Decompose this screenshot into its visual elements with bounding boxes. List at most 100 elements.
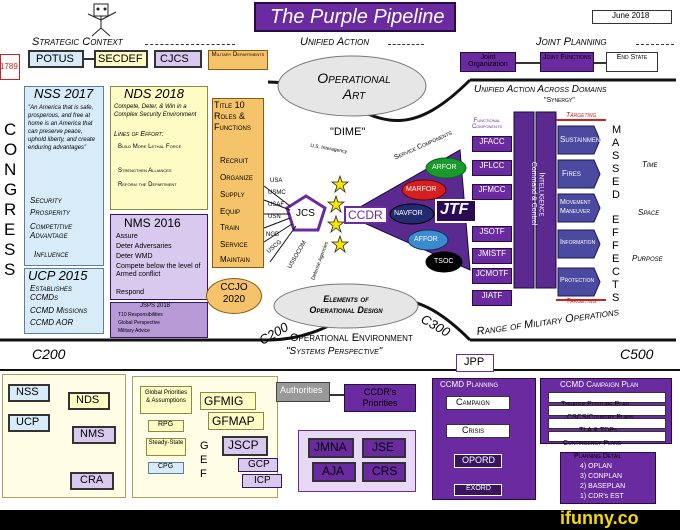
congress-letter: E <box>4 220 16 239</box>
gef-letter: F <box>200 468 207 480</box>
component-label: JCMOTF <box>475 269 509 278</box>
planning-arrow-1 <box>516 62 540 64</box>
date-box <box>592 10 672 24</box>
congress-letter: N <box>4 160 17 179</box>
navfor-label: NAVFOR <box>394 210 423 217</box>
campaign-box <box>446 396 510 410</box>
star-icon <box>326 194 346 214</box>
nms-item: Deter Adversaries <box>116 243 172 250</box>
rpg-box <box>148 420 184 432</box>
unified-action-domains-label: Unified Action Across Domains <box>474 84 607 95</box>
ucp-label: UCP <box>16 416 40 428</box>
component-label: JMISTF <box>478 249 506 258</box>
supporting-label: USA <box>270 178 283 184</box>
nss-item: Competitive Advantage <box>30 222 73 240</box>
nss-box <box>8 384 50 402</box>
component-label: JIATF <box>481 291 503 300</box>
crisis-label: Crisis <box>462 425 485 435</box>
ucp-2015-title: UCP 2015 <box>28 268 88 283</box>
icp-box <box>242 474 282 488</box>
nms-item: Respond <box>116 289 145 296</box>
planning-detail-item: 3) CONPLAN <box>580 473 623 480</box>
nss-label: NSS <box>16 386 39 398</box>
gef-letter: E <box>200 454 208 466</box>
planning-detail-item: 4) OPLAN <box>580 463 612 470</box>
title-10-item: Organize <box>220 173 253 182</box>
watermark-bar <box>0 510 680 530</box>
rpg-label: RPG <box>158 421 174 428</box>
jscp-box <box>222 436 268 456</box>
gcp-box <box>238 458 278 472</box>
supporting-label: USN <box>268 214 281 220</box>
planning-arrow-2 <box>594 62 606 64</box>
joint-organization-box <box>460 52 516 72</box>
arfor-node <box>425 157 467 179</box>
nms-item: Compete below the level of Armed conflic… <box>116 263 201 278</box>
joint-function-label: Protection <box>560 277 595 284</box>
nds-item: Strengthen Alliances <box>118 168 172 174</box>
title-10-item: Service <box>220 240 248 249</box>
title-10-item: Equip <box>220 207 241 216</box>
nss-2017-title: NSS 2017 <box>34 86 94 101</box>
jsps-item: T10 Responsibilities <box>118 312 163 318</box>
nds-2018-box <box>110 86 208 210</box>
nds-item: Build More Lethal Force <box>118 144 182 150</box>
tsoc-node <box>425 251 463 273</box>
jcs-label: JCS <box>296 208 315 219</box>
aja-box <box>312 462 356 482</box>
jscp-label: JSCP <box>228 438 259 452</box>
massed-effects-letter: C <box>612 266 620 278</box>
end-state-label: End State <box>616 54 648 61</box>
end-state-box <box>606 52 658 72</box>
intelligence-column <box>535 111 557 289</box>
potus-secdef-arrow <box>84 58 94 60</box>
jtf-box <box>435 199 477 223</box>
date-label: June 2018 <box>612 11 650 20</box>
title-10-item: Recruit <box>220 156 249 165</box>
cjcs-box <box>154 50 202 68</box>
jsps-box <box>110 302 208 338</box>
jsps-title: JSPS 2018 <box>140 303 171 309</box>
opord-box <box>454 454 502 468</box>
cjcs-label: CJCS <box>160 53 189 65</box>
joint-function-label: Sustainment <box>560 135 604 144</box>
nds-item: Reform the Department <box>118 182 177 188</box>
joint-functions-label: Joint Functions <box>543 54 591 61</box>
operational-environment-label: Operational Environment <box>290 332 413 344</box>
steady-state-box <box>146 438 186 456</box>
tsoc-label: TSOC <box>434 258 454 265</box>
targeting-top-label: Targeting <box>566 112 597 119</box>
military-departments-label: Military Departments <box>211 52 265 58</box>
nms-2016-title: NMS 2016 <box>124 216 181 230</box>
potus-label: POTUS <box>36 53 74 65</box>
icp-label: ICP <box>254 475 271 486</box>
title-10-item: Supply <box>220 190 245 199</box>
secdef-label: SECDEF <box>98 53 143 65</box>
title-banner <box>254 2 456 32</box>
massed-effects-letter: E <box>612 253 620 265</box>
opord-label: OPORD <box>462 455 496 465</box>
campaign-item-box: CSCS/Country Plans <box>548 405 666 421</box>
component-box: JFMCC <box>472 184 512 200</box>
arfor-label: ARFOR <box>432 164 457 171</box>
campaign-label: Campaign <box>456 397 490 407</box>
campaign-item: Theater Posture Plan <box>549 401 629 408</box>
joint-functions-box <box>540 52 594 72</box>
dime-label: "DIME" <box>330 126 366 138</box>
strategic-context-line <box>145 44 235 45</box>
title-10-title: Title 10 Roles & Functions <box>214 100 251 132</box>
massed-effects-letter: F <box>612 240 619 252</box>
nss-2017-quote: "An America that is safe, prosperous, an… <box>28 105 95 151</box>
planning-detail-item: 1) CDR's EST <box>580 493 624 500</box>
movement-chevron <box>557 193 601 223</box>
nms-label: NMS <box>80 428 105 440</box>
systems-perspective-label: "Systems Perspective" <box>286 346 383 357</box>
gcp-label: GCP <box>248 459 270 470</box>
campaign-item-box: TLA & TDPs <box>548 418 666 434</box>
supporting-label: USAF <box>268 202 285 208</box>
component-box: JMISTF <box>472 248 512 264</box>
jsps-item: Military Advice <box>118 328 150 334</box>
page-title: The Purple Pipeline <box>270 6 445 28</box>
mascot-logo <box>82 2 122 38</box>
nms-item: Deter WMD <box>116 253 153 260</box>
